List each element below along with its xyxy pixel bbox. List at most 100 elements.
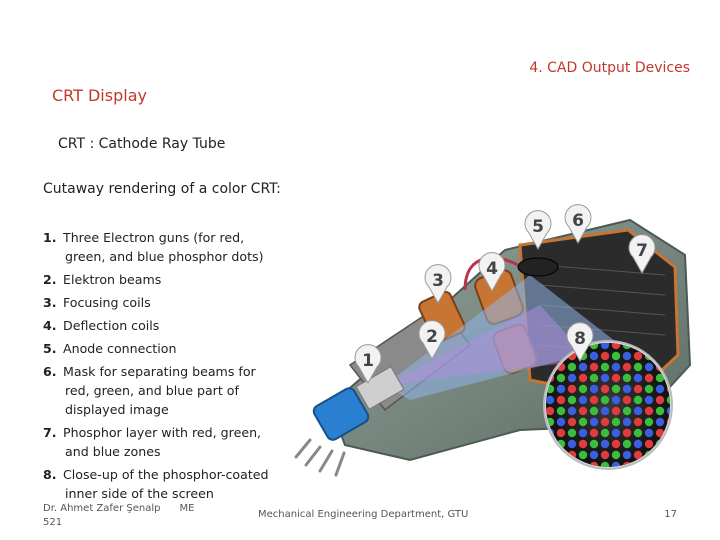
slide-title: CRT Display (52, 86, 147, 105)
item-number: 2. (43, 272, 57, 287)
phosphor-dot (611, 461, 621, 467)
callout-marker-7: 7 (628, 234, 656, 275)
phosphor-dot (622, 417, 632, 427)
phosphor-dot (546, 395, 555, 405)
phosphor-dot (666, 439, 670, 449)
phosphor-dot (600, 395, 610, 405)
phosphor-dot (644, 428, 654, 438)
phosphor-dot (611, 395, 621, 405)
phosphor-dot (666, 428, 670, 438)
phosphor-dot (578, 450, 588, 460)
callout-label: 6 (572, 211, 584, 231)
phosphor-dot (589, 362, 599, 372)
phosphor-dot (644, 439, 654, 449)
phosphor-dot (622, 406, 632, 416)
phosphor-dot (611, 362, 621, 372)
item-number: 5. (43, 341, 57, 356)
phosphor-dot (589, 439, 599, 449)
phosphor-dot (633, 428, 643, 438)
phosphor-dot (611, 417, 621, 427)
phosphor-dot (578, 373, 588, 383)
footer-author: Dr. Ahmet Zafer Şenalp (43, 503, 161, 514)
phosphor-dot (655, 461, 665, 467)
phosphor-dot (546, 461, 555, 467)
phosphor-dot (600, 406, 610, 416)
phosphor-dot (655, 384, 665, 394)
phosphor-dot (546, 406, 555, 416)
electron-gun (294, 366, 405, 477)
phosphor-dot (556, 384, 566, 394)
phosphor-dot (567, 461, 577, 467)
phosphor-dot (644, 373, 654, 383)
phosphor-dot (666, 461, 670, 467)
phosphor-dot (611, 351, 621, 361)
phosphor-dot (556, 428, 566, 438)
phosphor-dot (600, 417, 610, 427)
phosphor-dot (567, 428, 577, 438)
item-text: Focusing coils (63, 295, 151, 310)
phosphor-dot (589, 351, 599, 361)
phosphor-dot (644, 461, 654, 467)
phosphor-dot (633, 373, 643, 383)
phosphor-dot (556, 373, 566, 383)
page-number: 17 (664, 509, 677, 520)
phosphor-dot (578, 384, 588, 394)
phosphor-dot (655, 395, 665, 405)
phosphor-dot (589, 384, 599, 394)
phosphor-dot (633, 417, 643, 427)
phosphor-dot (633, 351, 643, 361)
phosphor-dot (567, 362, 577, 372)
slide-subtitle: CRT : Cathode Ray Tube (58, 136, 226, 152)
phosphor-dot (546, 450, 555, 460)
callout-marker-1: 1 (354, 344, 382, 385)
list-item: 4.Deflection coils (43, 316, 283, 335)
phosphor-dot (655, 373, 665, 383)
phosphor-dot (600, 351, 610, 361)
list-item: 5.Anode connection (43, 339, 283, 358)
phosphor-dot (622, 395, 632, 405)
phosphor-dot (600, 439, 610, 449)
phosphor-dot (611, 373, 621, 383)
phosphor-dot (644, 406, 654, 416)
item-text: Phosphor layer with red, green, and blue… (63, 425, 262, 459)
phosphor-dot (611, 384, 621, 394)
phosphor-dot (622, 373, 632, 383)
phosphor-dot (589, 406, 599, 416)
phosphor-dot (644, 384, 654, 394)
phosphor-dot (633, 450, 643, 460)
item-number: 3. (43, 295, 57, 310)
callout-marker-8: 8 (566, 322, 594, 363)
phosphor-dot (556, 395, 566, 405)
phosphor-dot (567, 417, 577, 427)
phosphor-dot (633, 439, 643, 449)
callout-marker-5: 5 (524, 210, 552, 251)
phosphor-dot (589, 450, 599, 460)
phosphor-dot (546, 439, 555, 449)
phosphor-dot (655, 417, 665, 427)
phosphor-dot (622, 439, 632, 449)
phosphor-dot (567, 384, 577, 394)
callout-marker-2: 2 (418, 320, 446, 361)
phosphor-dot (644, 417, 654, 427)
phosphor-dot (644, 395, 654, 405)
phosphor-dot (600, 450, 610, 460)
phosphor-dot (578, 362, 588, 372)
phosphor-dot (655, 428, 665, 438)
item-text: Elektron beams (63, 272, 162, 287)
phosphor-dot (611, 439, 621, 449)
phosphor-dot (567, 373, 577, 383)
phosphor-dot (644, 362, 654, 372)
component-list: 1.Three Electron guns (for red, green, a… (43, 228, 283, 507)
phosphor-dot (578, 428, 588, 438)
callout-label: 7 (636, 241, 648, 261)
phosphor-dot (666, 406, 670, 416)
phosphor-dot (578, 406, 588, 416)
anode-connection (517, 257, 559, 277)
callout-label: 5 (532, 217, 544, 237)
phosphor-dot (578, 417, 588, 427)
phosphor-dot (578, 395, 588, 405)
footer-code-prefix: ME (179, 503, 195, 514)
phosphor-dot (578, 439, 588, 449)
item-number: 7. (43, 425, 57, 440)
